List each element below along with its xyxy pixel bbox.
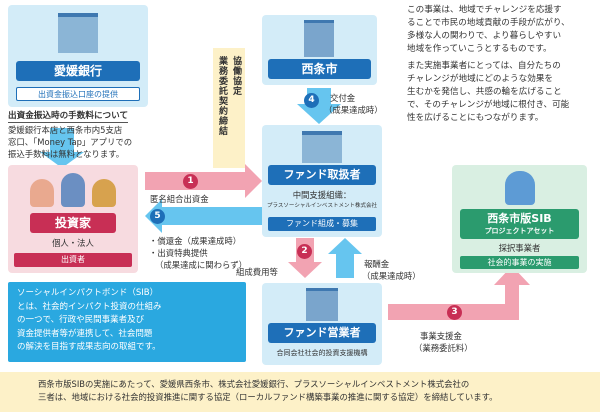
step-2-badge: 2 xyxy=(297,244,312,259)
operator-building-icon xyxy=(306,288,338,321)
step-4-sub: （成果達成時） xyxy=(324,105,383,115)
footer-line: 西条市版SIBの実施にあたって、愛媛県西条市、株式会社愛媛銀行、プラスソーシャル… xyxy=(38,379,470,389)
investor-people-icon xyxy=(30,171,116,209)
reward-sub: （成果達成時） xyxy=(362,271,421,281)
investor-card: 投資家 個人・法人 出資者 xyxy=(8,165,138,273)
ehime-bank-role: 出資金振込口座の提供 xyxy=(16,87,140,101)
arrow-reward xyxy=(328,238,362,278)
footer-line: 三者は、地域における社会的投資推進に関する協定（ローカルファンド構築事業の推進に… xyxy=(38,392,498,402)
intro-line: 生むかを発信し、共感の輪を広げること xyxy=(407,87,562,97)
fee-notes: 愛媛銀行本店と西条市内5支店 窓口、「Money Tap」アプリでの 振込手数料… xyxy=(8,124,132,160)
fund-handler-role: ファンド組成・募集 xyxy=(268,217,376,231)
fund-operator-card: ファンド営業者 合同会社社会的投資支援機構 xyxy=(262,283,382,365)
fee-line: 愛媛銀行本店と西条市内5支店 xyxy=(8,125,123,135)
sib-role2: 社会的事業の実施 xyxy=(460,256,579,269)
sib-card: 西条市版SIB プロジェクトアセット 採択事業者 社会的事業の実施 xyxy=(452,165,587,273)
agreement-footer: 西条市版SIBの実施にあたって、愛媛県西条市、株式会社愛媛銀行、プラスソーシャル… xyxy=(0,372,600,412)
step-3-badge: 3 xyxy=(447,305,462,320)
arrow-1 xyxy=(145,164,262,198)
fund-handler-org: プラスソーシャルインベストメント株式会社 xyxy=(267,203,377,209)
step-3-label: 事業支援金 xyxy=(420,331,462,341)
sib-role1: 採択事業者 xyxy=(498,243,541,253)
saijo-building-icon xyxy=(304,20,334,57)
gyomu-label: 業務委託契約締結 xyxy=(217,56,227,136)
arrow-3 xyxy=(388,266,530,320)
kyodo-label: 協働協定 xyxy=(231,56,241,96)
handler-building-icon xyxy=(302,131,342,163)
fee-title: 出資金振込時の手数料について xyxy=(8,111,129,123)
sib-definition-box: ソーシャルインパクトボンド（SIB） とは、社会的インパクト投資の仕組み の一つ… xyxy=(8,282,246,362)
fund-handler-name: ファンド取扱者 xyxy=(268,165,376,185)
arrow-5 xyxy=(145,199,262,233)
fund-operator-org: 合同会社社会的投資支援機構 xyxy=(276,349,368,357)
fund-handler-org-label: 中間支援組織： xyxy=(292,190,352,200)
step-5-label: ・償還金（成果達成時） ・出資特典提供 （成果達成に関わらず） xyxy=(149,235,247,271)
sib-def-line: とは、社会的インパクト投資の仕組み xyxy=(17,301,162,312)
fee-line: 振込手数料は無料となります。 xyxy=(8,149,125,159)
sib-subtitle: プロジェクトアセット xyxy=(484,227,555,235)
intro-line: 多様な人の関わりで、より暮らしやすい xyxy=(407,31,562,41)
step-4-badge: 4 xyxy=(304,93,319,108)
intro-line: この事業は、地域でチャレンジを応援す xyxy=(407,5,562,15)
intro-line: 性を広げることにもつながります。 xyxy=(407,113,544,123)
investor-name: 投資家 xyxy=(30,213,116,233)
step-3-sub: （業務委託料） xyxy=(414,343,473,353)
sib-def-line: 資金提供者等が連携して、社会問題 xyxy=(17,328,153,339)
fee-line: 窓口、「Money Tap」アプリでの xyxy=(8,137,133,147)
reward-label: 報酬金 xyxy=(364,259,390,269)
sib-name: 西条市版SIB プロジェクトアセット xyxy=(460,209,579,239)
step-2-label: 組成費用等 xyxy=(236,267,278,277)
intro-text: この事業は、地域でチャレンジを応援す ることで市民の地域貢献の手段が広がり、 多… xyxy=(407,4,570,125)
ehime-bank-card: 愛媛銀行 出資金振込口座の提供 xyxy=(8,5,148,107)
step-4-label: 交付金 xyxy=(330,93,356,103)
intro-line: で、そのチャレンジが地域に根付き、可能 xyxy=(407,100,570,110)
sib-def-line: ソーシャルインパクトボンド（SIB） xyxy=(17,288,159,298)
intro-line: チャレンジが地域にどのような効果を xyxy=(407,74,554,84)
fund-operator-name: ファンド営業者 xyxy=(268,323,376,343)
step-5-badge: 5 xyxy=(150,209,165,224)
intro-line: 地域を作っていこうとするものです。 xyxy=(407,44,552,54)
step-5-line: ・償還金（成果達成時） xyxy=(149,236,242,246)
sib-def-line: の解決を目指す成果志向の取組です。 xyxy=(17,342,161,352)
step-1-badge: 1 xyxy=(183,174,198,189)
step-1-label: 匿名組合出資金 xyxy=(150,194,209,204)
sib-person-icon xyxy=(505,171,535,205)
fund-handler-card: ファンド取扱者 中間支援組織： プラスソーシャルインベストメント株式会社 ファン… xyxy=(262,125,382,237)
saijo-city-name: 西条市 xyxy=(268,59,371,79)
saijo-city-card: 西条市 xyxy=(262,15,377,85)
sib-title: 西条市版SIB xyxy=(487,212,552,225)
step-5-line: ・出資特典提供 xyxy=(149,248,208,258)
arrow-ehime-down xyxy=(40,128,84,168)
agreement-band xyxy=(213,48,245,168)
ehime-bank-name: 愛媛銀行 xyxy=(16,61,140,81)
sib-def-line: の一つで、行政や民間事業者及び xyxy=(17,315,145,325)
step-5-line: （成果達成に関わらず） xyxy=(155,260,247,270)
investor-role: 出資者 xyxy=(14,253,132,267)
intro-line: また実施事業者にとっては、自分たちの xyxy=(407,61,561,71)
ehime-building-icon xyxy=(58,13,98,53)
intro-line: ることで市民の地域貢献の手段が広がり、 xyxy=(407,18,570,28)
investor-types: 個人・法人 xyxy=(52,238,94,248)
